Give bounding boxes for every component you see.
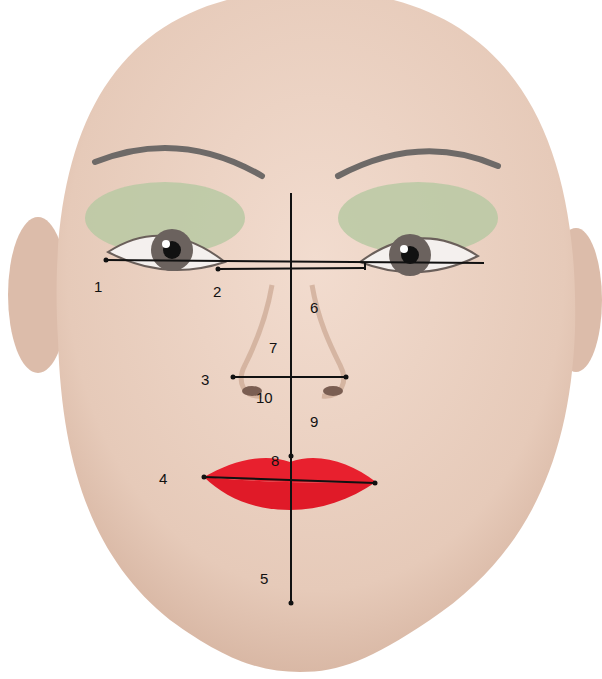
callout-number: 6 <box>310 300 318 315</box>
callout-number: 7 <box>269 340 277 355</box>
measure-lines <box>106 193 484 603</box>
callout-number: 3 <box>201 372 209 387</box>
callout-number: 9 <box>310 414 318 429</box>
iris <box>151 229 193 271</box>
nostril <box>323 386 343 396</box>
eyebrow <box>95 148 262 176</box>
pupil <box>401 246 419 264</box>
pupil <box>163 241 181 259</box>
callout-number: 5 <box>260 571 268 586</box>
highlight <box>400 245 408 253</box>
highlight <box>162 240 170 248</box>
head <box>57 0 576 672</box>
callout-number: 10 <box>256 390 273 405</box>
nose-shade <box>241 285 272 396</box>
iris <box>389 234 431 276</box>
eye-shadow <box>85 182 245 254</box>
callout-number: 4 <box>159 471 167 486</box>
callout-number: 2 <box>213 284 221 299</box>
callout-number: 1 <box>94 279 102 294</box>
eyebrow <box>338 151 498 176</box>
callout-number: 8 <box>271 453 279 468</box>
